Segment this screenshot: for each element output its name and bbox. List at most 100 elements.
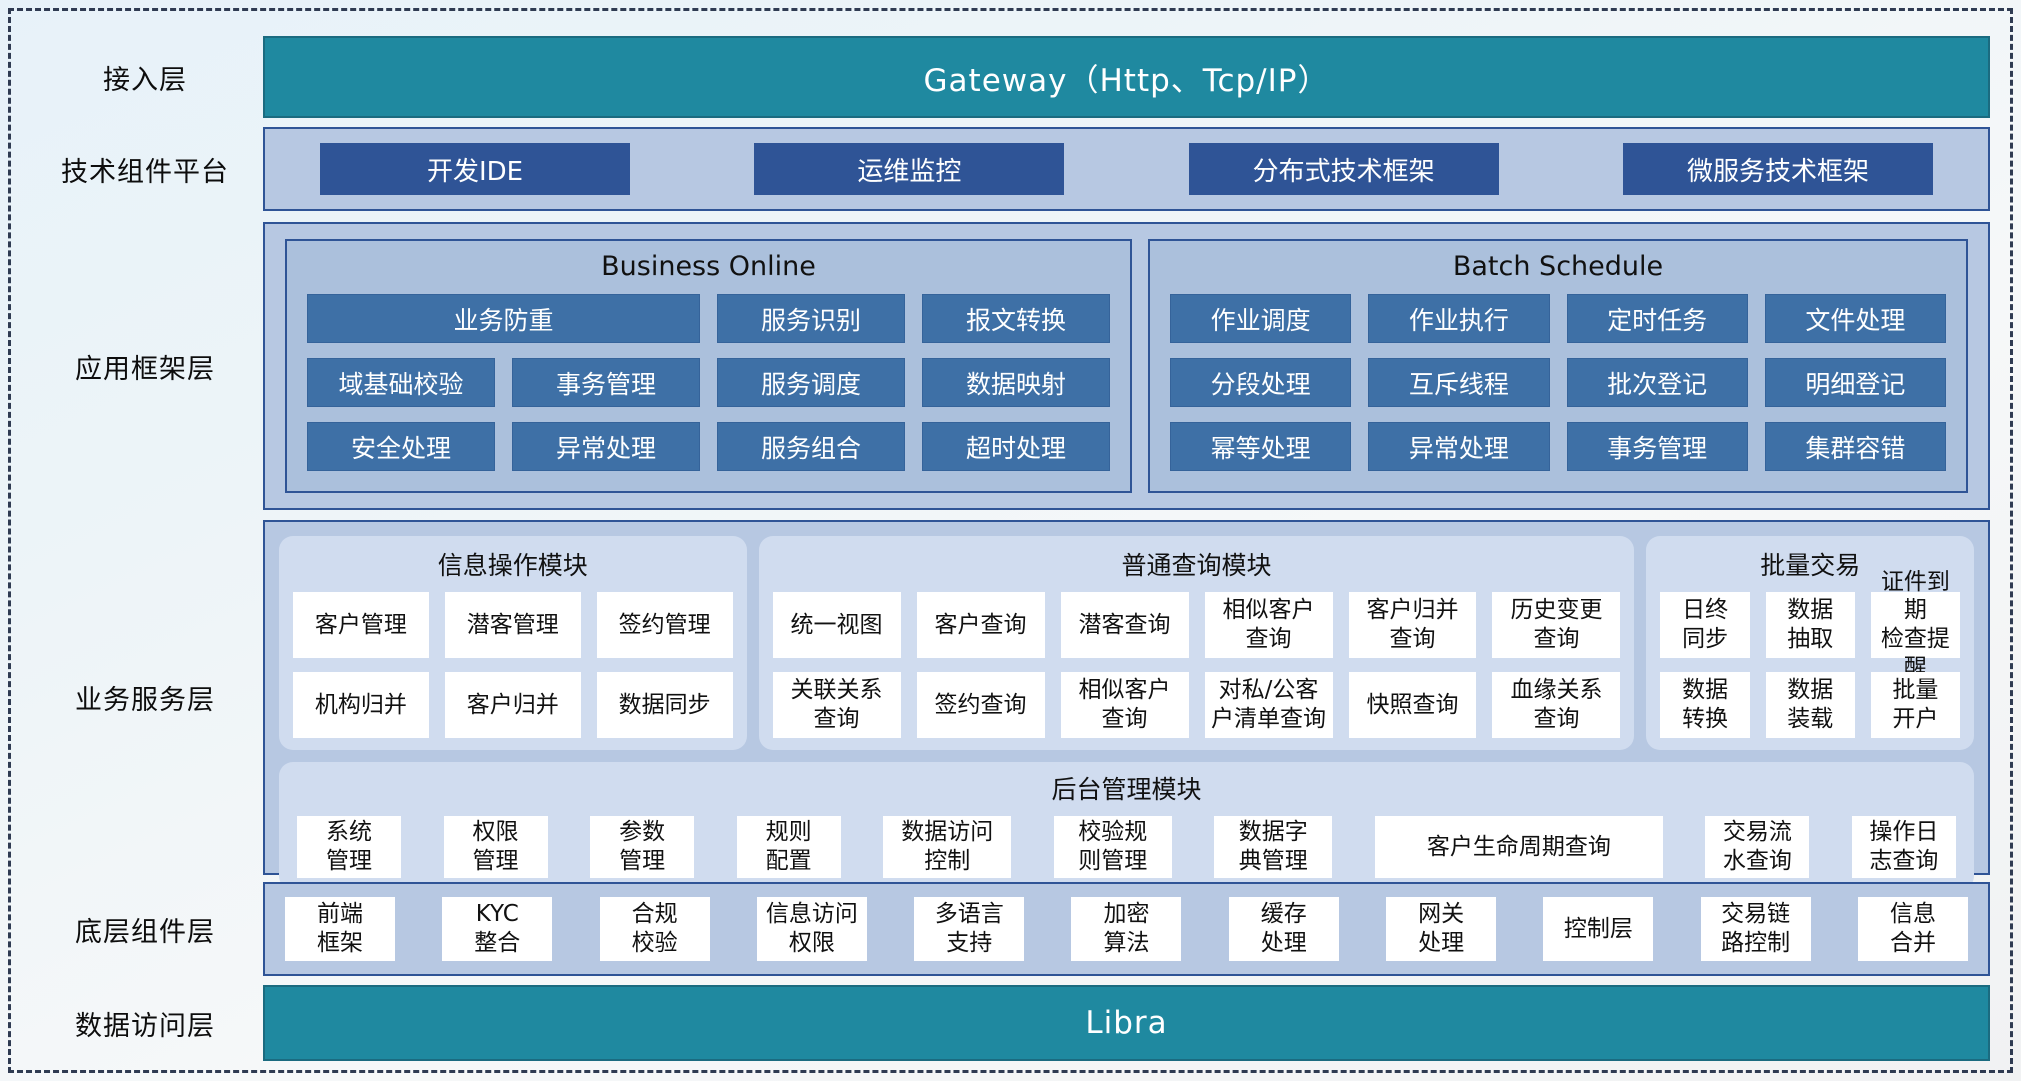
service-box: 参数 管理	[590, 816, 695, 878]
component-box: 前端 框架	[285, 897, 395, 961]
gateway-bar: Gateway（Http、Tcp/IP）	[263, 36, 1990, 118]
business-online-grid: 业务防重 服务识别 报文转换 域基础校验 事务管理 服务调度 数据映射 安全处理…	[307, 294, 1110, 471]
tech-item-microservice-framework: 微服务技术框架	[1622, 143, 1933, 195]
component-box: 缓存 处理	[1228, 897, 1339, 961]
service-box: 相似客户 查询	[1060, 672, 1189, 738]
service-box: 系统 管理	[297, 816, 401, 878]
admin-management-module: 后台管理模块 系统 管理 权限 管理 参数 管理 规则 配置 数据访问 控制 校…	[279, 762, 1974, 890]
admin-management-row: 系统 管理 权限 管理 参数 管理 规则 配置 数据访问 控制 校验规 则管理 …	[297, 816, 1956, 878]
libra-bar: Libra	[263, 985, 1990, 1061]
fw-cell: 分段处理	[1170, 358, 1352, 407]
general-query-module: 普通查询模块 统一视图 客户查询 潜客查询 相似客户 查询 客户归并 查询 历史…	[758, 536, 1635, 750]
fw-cell: 异常处理	[512, 422, 700, 471]
batch-trade-module: 批量交易 日终 同步 数据 抽取 证件到期 检查提醒 数据 转换 数据 装载 批…	[1646, 536, 1974, 750]
service-box: 签约管理	[596, 592, 733, 658]
fw-cell: 异常处理	[1368, 422, 1550, 471]
general-query-grid: 统一视图 客户查询 潜客查询 相似客户 查询 客户归并 查询 历史变更 查询 关…	[772, 592, 1621, 738]
layer-label-access: 接入层	[103, 64, 187, 96]
tech-item-distributed-framework: 分布式技术框架	[1188, 143, 1499, 195]
tech-item-dev-ide: 开发IDE	[320, 143, 630, 195]
component-box: 合规 校验	[599, 897, 710, 961]
service-box: 数据同步	[596, 672, 733, 738]
libra-bar-text: Libra	[1085, 1005, 1168, 1041]
batch-trade-grid: 日终 同步 数据 抽取 证件到期 检查提醒 数据 转换 数据 装载 批量 开户	[1660, 569, 1960, 738]
component-box: KYC 整合	[442, 897, 553, 961]
fw-cell: 服务识别	[717, 294, 905, 343]
component-box: 加密 算法	[1071, 897, 1182, 961]
service-box: 操作日 志查询	[1851, 816, 1956, 878]
service-box: 统一视图	[772, 592, 901, 658]
service-box: 签约查询	[916, 672, 1045, 738]
service-box: 关联关系 查询	[772, 672, 901, 738]
info-operation-module-title: 信息操作模块	[437, 551, 588, 580]
service-box: 数据访问 控制	[883, 816, 1012, 878]
fw-cell: 明细登记	[1764, 358, 1946, 407]
service-box: 批量 开户	[1870, 672, 1960, 738]
service-box: 数据 装载	[1765, 672, 1855, 738]
fw-cell: 文件处理	[1764, 294, 1946, 343]
base-components-band: 前端 框架 KYC 整合 合规 校验 信息访问 权限 多语言 支持 加密 算法 …	[263, 882, 1990, 976]
service-box: 血缘关系 查询	[1492, 672, 1621, 738]
service-box: 机构归并	[293, 672, 429, 738]
layer-label-tech-platform: 技术组件平台	[61, 156, 229, 188]
gateway-bar-text: Gateway（Http、Tcp/IP）	[923, 62, 1330, 99]
service-box: 对私/公客 户清单查询	[1204, 672, 1333, 738]
fw-cell: 数据映射	[922, 358, 1110, 407]
batch-schedule-grid: 作业调度 作业执行 定时任务 文件处理 分段处理 互斥线程 批次登记 明细登记 …	[1170, 294, 1946, 471]
business-service-band: 信息操作模块 客户管理 潜客管理 签约管理 机构归并 客户归并 数据同步 普通查…	[263, 520, 1990, 890]
service-box: 快照查询	[1348, 672, 1477, 738]
service-box: 证件到期 检查提醒	[1870, 569, 1960, 681]
service-box: 潜客查询	[1060, 592, 1189, 658]
service-box: 数据 转换	[1660, 672, 1750, 738]
fw-cell: 域基础校验	[307, 358, 495, 407]
layer-label-business-service: 业务服务层	[75, 685, 215, 716]
fw-cell: 服务调度	[717, 358, 905, 407]
component-box: 交易链 路控制	[1700, 897, 1811, 961]
fw-cell: 作业调度	[1170, 294, 1352, 343]
app-framework-band: Business Online 业务防重 服务识别 报文转换 域基础校验 事务管…	[263, 222, 1990, 510]
tech-item-ops-monitoring: 运维监控	[754, 143, 1065, 195]
component-box: 多语言 支持	[914, 897, 1025, 961]
fw-cell: 集群容错	[1764, 422, 1946, 471]
fw-cell: 定时任务	[1566, 294, 1748, 343]
service-box: 校验规 则管理	[1053, 816, 1172, 878]
layer-label-data-access: 数据访问层	[75, 1010, 215, 1042]
service-box: 客户管理	[293, 592, 429, 658]
component-box: 信息访问 权限	[756, 897, 867, 961]
service-box: 权限 管理	[443, 816, 548, 878]
admin-management-module-title: 后台管理模块	[1051, 775, 1202, 804]
business-service-top-row: 信息操作模块 客户管理 潜客管理 签约管理 机构归并 客户归并 数据同步 普通查…	[279, 536, 1974, 750]
service-box: 客户查询	[916, 592, 1045, 658]
service-box: 规则 配置	[736, 816, 841, 878]
layer-label-base-components: 底层组件层	[75, 916, 215, 948]
info-operation-grid: 客户管理 潜客管理 签约管理 机构归并 客户归并 数据同步	[293, 592, 733, 738]
service-box: 数据 抽取	[1765, 592, 1855, 658]
business-online-panel: Business Online 业务防重 服务识别 报文转换 域基础校验 事务管…	[285, 239, 1132, 493]
component-box: 信息 合并	[1857, 897, 1968, 961]
fw-cell: 服务组合	[717, 422, 905, 471]
fw-cell: 安全处理	[307, 422, 495, 471]
fw-cell: 批次登记	[1566, 358, 1748, 407]
business-online-title: Business Online	[601, 251, 816, 282]
info-operation-module: 信息操作模块 客户管理 潜客管理 签约管理 机构归并 客户归并 数据同步	[279, 536, 747, 750]
fw-cell: 事务管理	[1566, 422, 1748, 471]
fw-cell: 幂等处理	[1170, 422, 1352, 471]
fw-cell: 业务防重	[307, 294, 700, 343]
service-box: 客户归并	[444, 672, 581, 738]
service-box: 潜客管理	[444, 592, 581, 658]
service-box: 客户归并 查询	[1348, 592, 1477, 658]
tech-platform-band: 开发IDE 运维监控 分布式技术框架 微服务技术框架	[263, 127, 1990, 211]
layer-label-app-framework: 应用框架层	[75, 353, 215, 385]
fw-cell: 超时处理	[922, 422, 1110, 471]
fw-cell: 作业执行	[1368, 294, 1550, 343]
fw-cell: 事务管理	[512, 358, 700, 407]
service-box: 相似客户 查询	[1204, 592, 1333, 658]
component-box: 控制层	[1543, 897, 1654, 961]
component-box: 网关 处理	[1386, 897, 1497, 961]
service-box: 客户生命周期查询	[1374, 816, 1663, 878]
service-box: 交易流 水查询	[1705, 816, 1810, 878]
service-box: 数据字 典管理	[1214, 816, 1333, 878]
batch-trade-module-title: 批量交易	[1760, 551, 1861, 580]
fw-cell: 互斥线程	[1368, 358, 1550, 407]
